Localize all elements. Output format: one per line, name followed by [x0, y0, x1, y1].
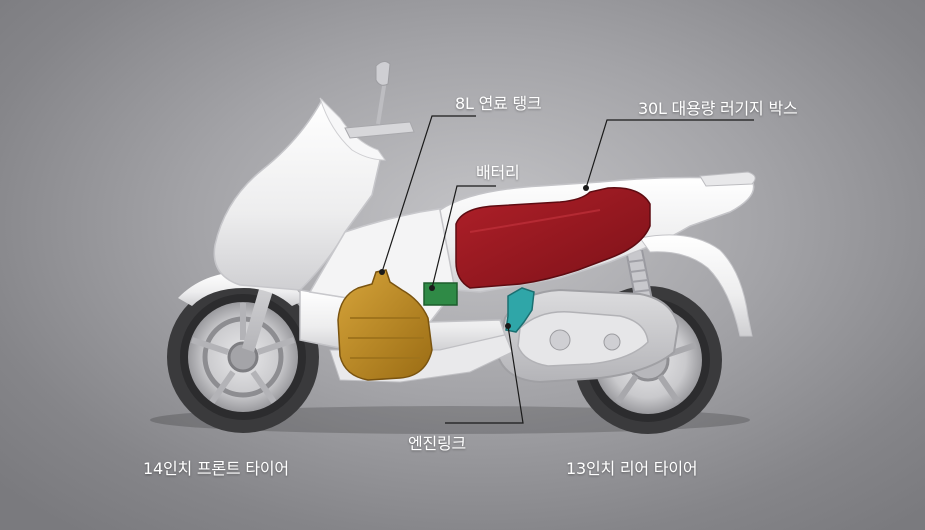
- engine-leader: [445, 325, 524, 424]
- luggage-leader: [585, 119, 754, 189]
- mirror: [375, 60, 391, 86]
- luggage-box-label: 30L 대용량 러기지 박스: [638, 99, 798, 118]
- battery-leader: [431, 185, 496, 289]
- engine-link: [505, 287, 535, 333]
- front-tire-label: 14인치 프론트 타이어: [143, 459, 289, 478]
- luggage-box: [455, 187, 651, 289]
- rear-tire-label: 13인치 리어 타이어: [566, 459, 698, 478]
- leader-lines: [381, 115, 754, 424]
- engine-cover: [517, 311, 649, 367]
- tail-light: [699, 171, 756, 187]
- fuel-tank: [337, 269, 433, 381]
- battery: [423, 282, 458, 306]
- mirror-stem: [376, 79, 387, 125]
- rear-fender: [639, 234, 753, 337]
- handlebar: [344, 121, 415, 139]
- engine-link-label: 엔진링크: [408, 434, 467, 453]
- battery-label: 배터리: [476, 163, 520, 182]
- fuel-leader: [381, 115, 476, 273]
- fuel-tank-label: 8L 연료 탱크: [455, 94, 542, 113]
- front-wheel: [167, 281, 319, 433]
